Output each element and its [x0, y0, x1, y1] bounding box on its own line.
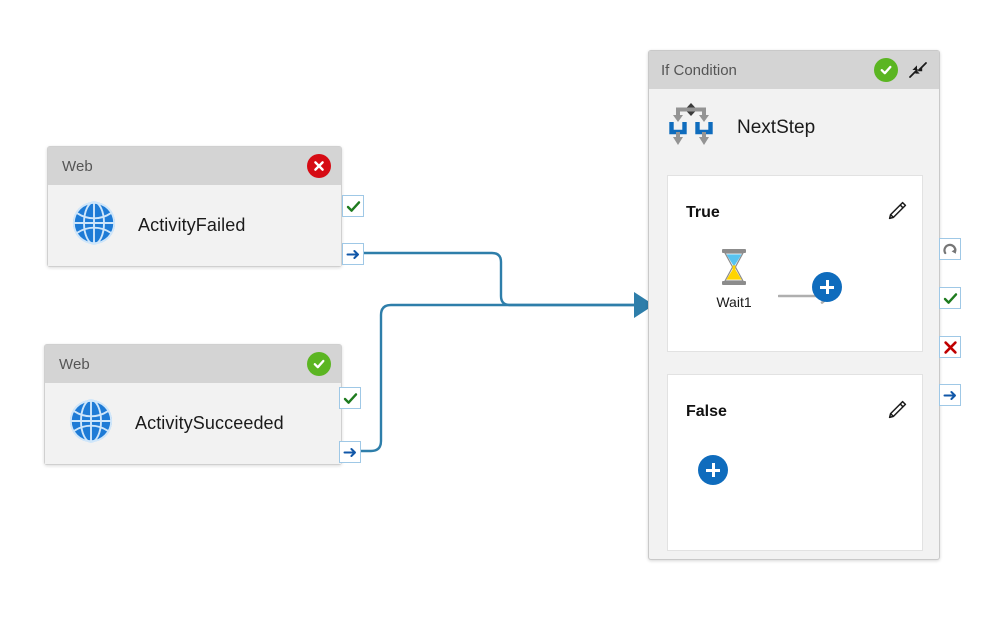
activity-failed-port-next[interactable]	[342, 243, 364, 265]
wait-activity-label: Wait1	[716, 294, 752, 310]
connector-failed-to-if	[361, 251, 636, 307]
activity-card-body: ActivitySucceeded	[45, 383, 341, 464]
true-branch[interactable]: True	[667, 175, 923, 352]
activity-card-header: Web	[48, 147, 341, 185]
activity-card-body: ActivityFailed	[48, 185, 341, 266]
activity-card-name: ActivityFailed	[138, 215, 246, 235]
true-branch-add-button[interactable]	[812, 272, 842, 302]
activity-failed-port-success[interactable]	[342, 195, 364, 217]
false-branch-title: False	[686, 403, 727, 420]
activity-card-type-label: Web	[62, 157, 93, 175]
activity-card-name: ActivitySucceeded	[135, 413, 284, 433]
activity-card-header: Web	[45, 345, 341, 383]
hourglass-icon	[717, 248, 751, 291]
globe-icon	[70, 199, 118, 252]
branch-icon	[665, 101, 717, 154]
if-condition-port-success[interactable]	[939, 287, 961, 309]
check-circle-icon	[307, 352, 331, 376]
activity-succeeded-port-success[interactable]	[339, 387, 361, 409]
true-branch-title: True	[686, 204, 720, 221]
activity-card-activity-failed[interactable]: Web	[47, 146, 364, 267]
collapse-diagonal-icon[interactable]	[907, 59, 929, 81]
if-condition-step: NextStep	[649, 89, 939, 168]
wait-activity-node[interactable]: Wait1	[706, 248, 762, 310]
if-condition-port-next[interactable]	[939, 384, 961, 406]
activity-card-type-label: Web	[59, 355, 90, 373]
check-circle-icon	[874, 58, 898, 82]
connector-succeeded-to-if	[361, 303, 636, 453]
globe-icon	[67, 397, 115, 450]
pencil-icon[interactable]	[886, 200, 908, 222]
activity-succeeded-port-next[interactable]	[339, 441, 361, 463]
if-condition-port-retry[interactable]	[939, 238, 961, 260]
if-condition-port-error[interactable]	[939, 336, 961, 358]
activity-card-activity-succeeded[interactable]: Web	[44, 344, 361, 465]
if-condition-panel[interactable]: If Condition	[648, 50, 961, 560]
pencil-icon[interactable]	[886, 399, 908, 421]
false-branch-add-button[interactable]	[698, 455, 728, 485]
if-condition-header: If Condition	[649, 51, 939, 89]
if-condition-title: If Condition	[661, 61, 737, 79]
false-branch[interactable]: False	[667, 374, 923, 551]
error-circle-icon	[307, 154, 331, 178]
if-condition-step-label: NextStep	[737, 116, 816, 138]
